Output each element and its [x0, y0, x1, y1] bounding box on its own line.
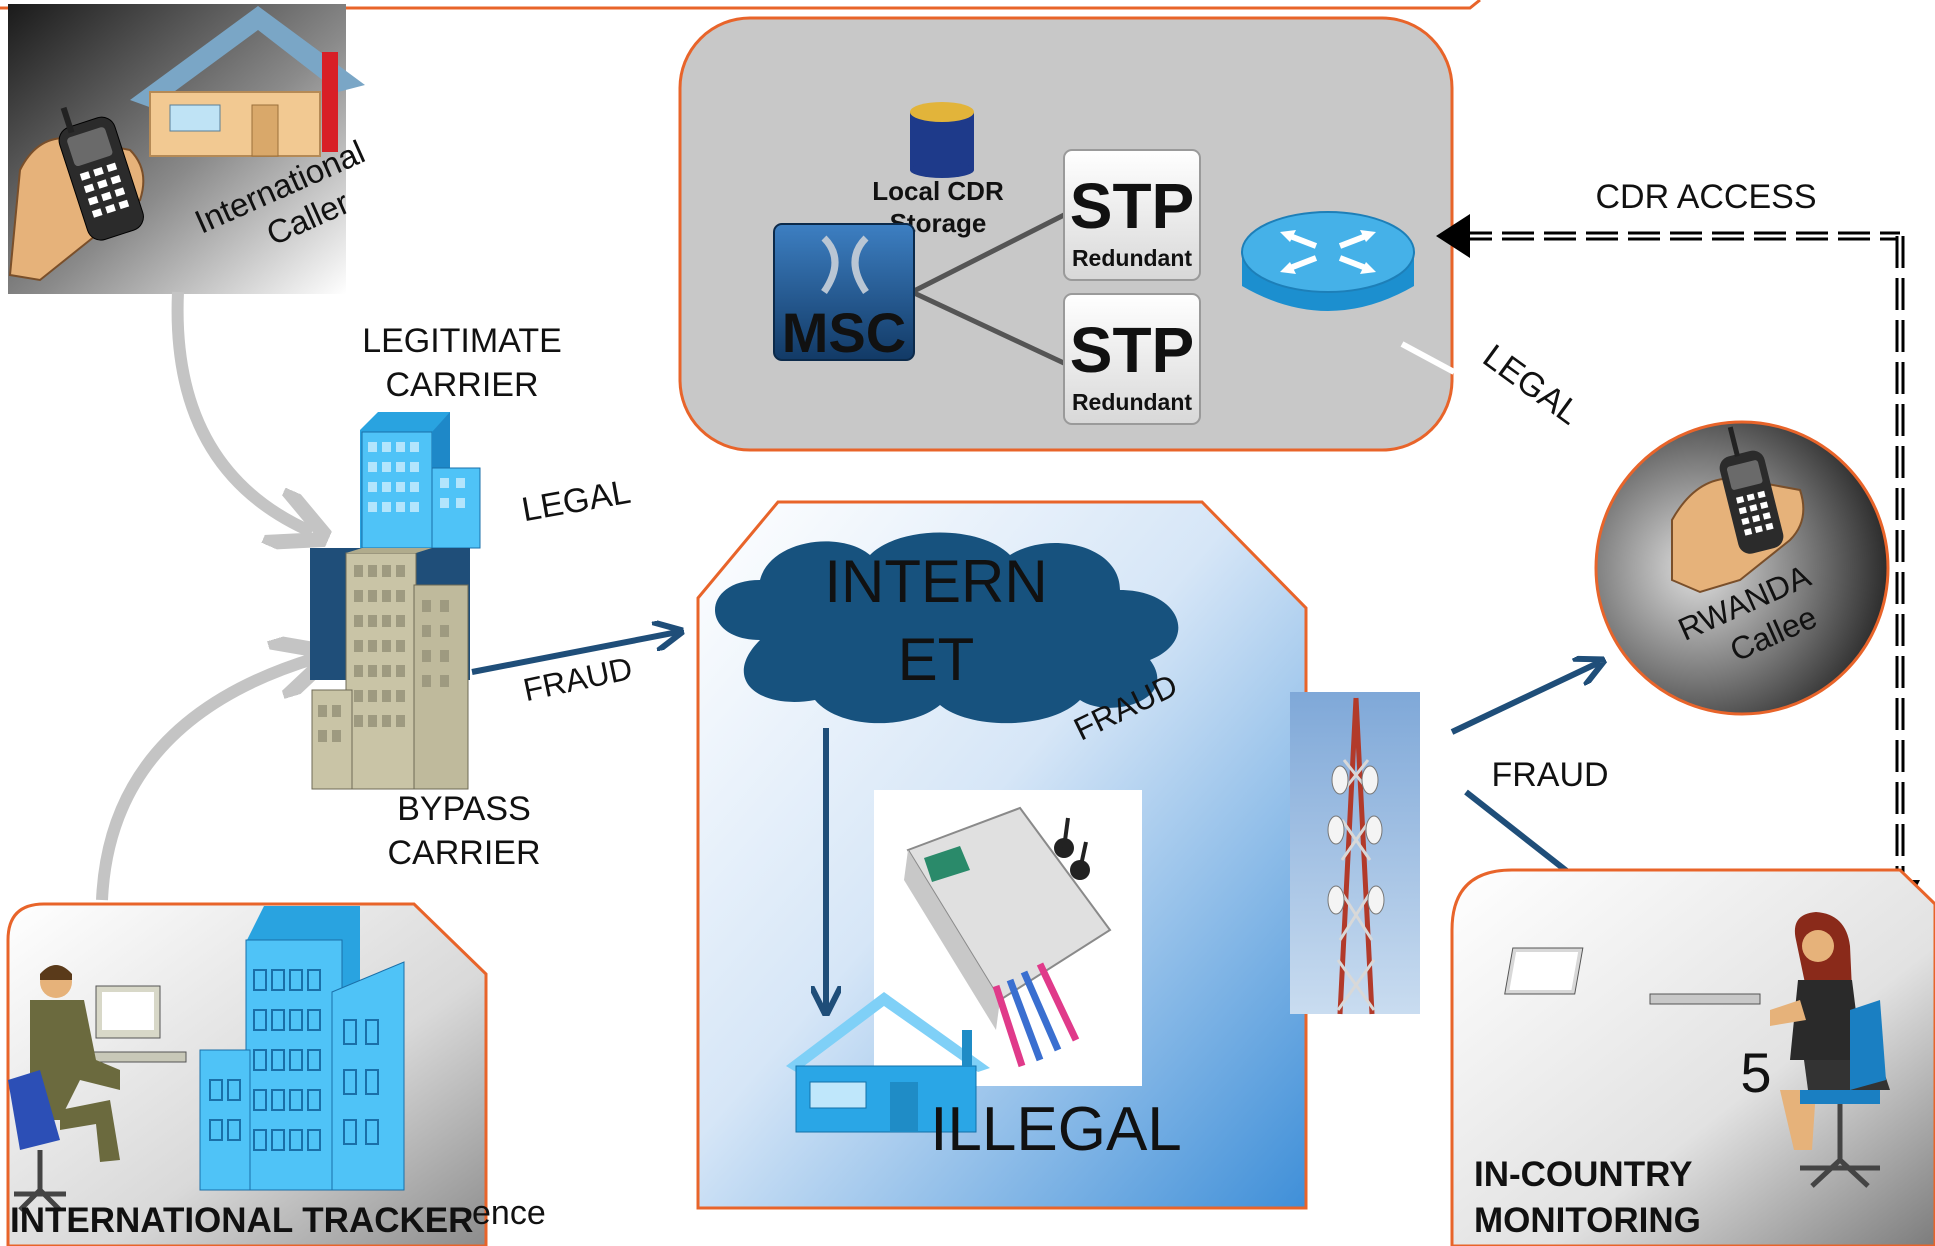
- stp-1-sublabel: Redundant: [1072, 245, 1192, 271]
- office-building-icon: [199, 906, 405, 1191]
- legitimate-carrier-label-1: LEGITIMATE: [362, 322, 562, 360]
- fraud-label-right: FRAUD: [1491, 756, 1608, 794]
- mobile-phone-icon: [1719, 426, 1784, 554]
- database-icon: [910, 102, 974, 178]
- bypass-to-internet-fraud-arrow: [471, 632, 678, 675]
- msc-switch-icon: MSC: [773, 223, 915, 364]
- in-country-monitoring-label-2: MONITORING: [1474, 1201, 1701, 1240]
- local-cdr-label-1: Local CDR: [872, 176, 1004, 206]
- ghost-text-label: ence: [472, 1194, 546, 1232]
- stp-2-sublabel: Redundant: [1072, 389, 1192, 415]
- house-icon: [786, 992, 990, 1133]
- msc-to-stp2-link: [910, 289, 1068, 367]
- international-tracker-panel: ence INTERNATIONAL TRACKER: [6, 902, 546, 1246]
- house-icon: [130, 6, 365, 157]
- international-caller-panel: International Caller: [8, 4, 370, 294]
- sim-box-gateway-icon: [874, 790, 1142, 1086]
- page-number: 5: [1740, 1041, 1771, 1104]
- internet-label-2: ET: [898, 626, 975, 693]
- stp-1-label: STP: [1070, 170, 1194, 242]
- legal-label-right: LEGAL: [1476, 337, 1587, 432]
- caller-to-carrier-arrow: [171, 291, 312, 532]
- bypass-carrier-label-1: BYPASS: [397, 790, 531, 828]
- bypass-carrier-label-2: CARRIER: [387, 834, 540, 872]
- cloud-icon: [715, 532, 1179, 724]
- router-to-callee-legal-line: [1400, 341, 1456, 375]
- router-icon: [1241, 211, 1415, 311]
- legitimate-carrier-building: [360, 412, 481, 549]
- person-at-computer-icon: [8, 965, 187, 1212]
- mobile-phone-icon: [8, 106, 145, 282]
- msc-label: MSC: [782, 301, 906, 364]
- cell-tower-icon: [1290, 692, 1420, 1015]
- top-border-line: [0, 0, 1481, 10]
- tracker-to-carrier-arrow: [96, 658, 316, 901]
- tower-to-callee-fraud-arrow: [1450, 662, 1600, 735]
- cdr-access-label: CDR ACCESS: [1595, 178, 1816, 216]
- internet-label-1: INTERN: [824, 548, 1047, 615]
- in-country-monitoring-panel: 5 IN-COUNTRY MONITORING: [1450, 868, 1935, 1246]
- core-network-panel: Local CDR Storage MSC STP Redundant STP …: [678, 16, 1454, 452]
- in-country-monitoring-label-1: IN-COUNTRY: [1474, 1155, 1692, 1194]
- stp-node-2: STP Redundant: [1063, 293, 1201, 425]
- international-tracker-label: INTERNATIONAL TRACKER: [10, 1201, 473, 1240]
- legitimate-carrier-label-2: CARRIER: [385, 366, 538, 404]
- illegal-label: ILLEGAL: [930, 1095, 1182, 1164]
- stp-2-label: STP: [1070, 314, 1194, 386]
- legal-label-left: LEGAL: [519, 473, 634, 529]
- internet-panel: INTERN ET FRAUD: [696, 500, 1308, 1210]
- stp-node-1: STP Redundant: [1063, 149, 1201, 281]
- rwanda-callee-panel: RWANDA Callee: [1594, 420, 1890, 716]
- bypass-carrier-building: [310, 548, 470, 790]
- msc-to-stp1-link: [910, 211, 1068, 295]
- woman-at-laptop-icon: [1504, 912, 1890, 1188]
